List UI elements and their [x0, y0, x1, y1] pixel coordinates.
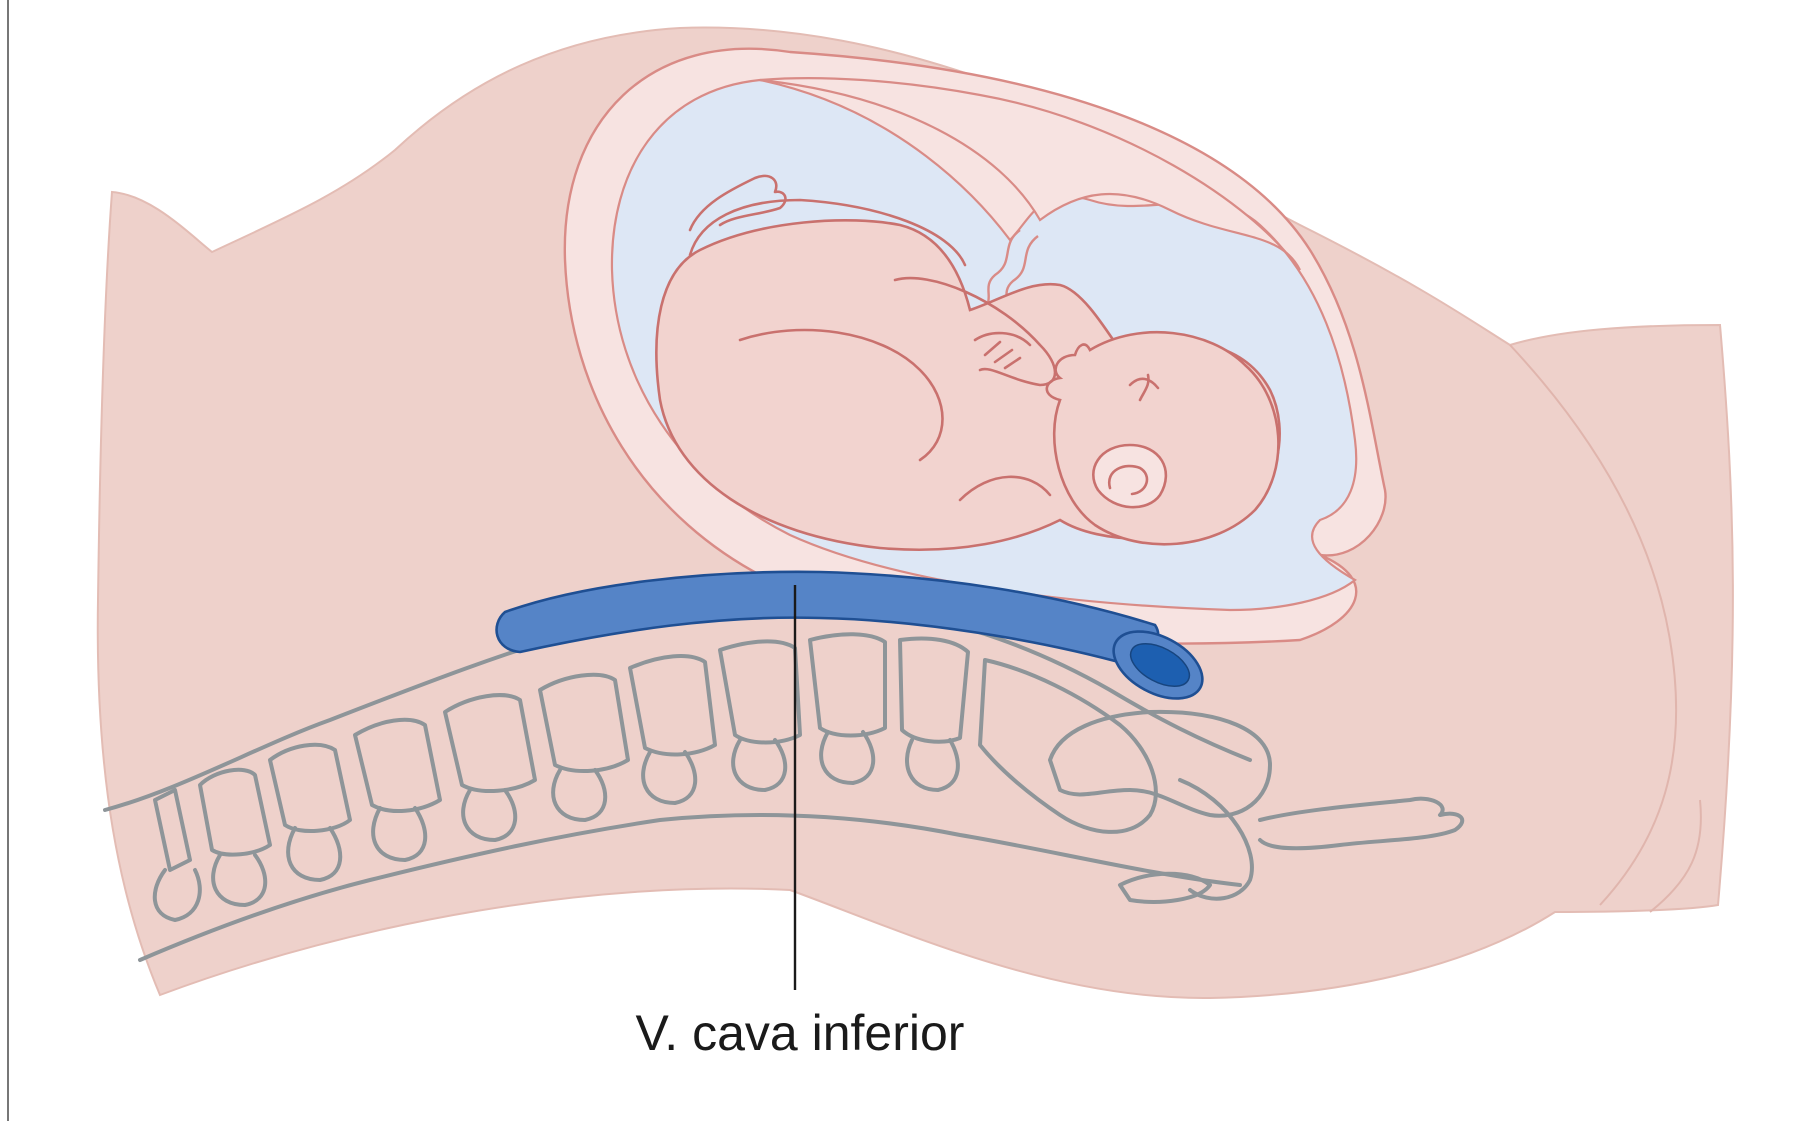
- fetus-ear: [1093, 445, 1166, 507]
- vena-cava-label: V. cava inferior: [636, 1005, 965, 1061]
- fetus-head: [1047, 332, 1279, 544]
